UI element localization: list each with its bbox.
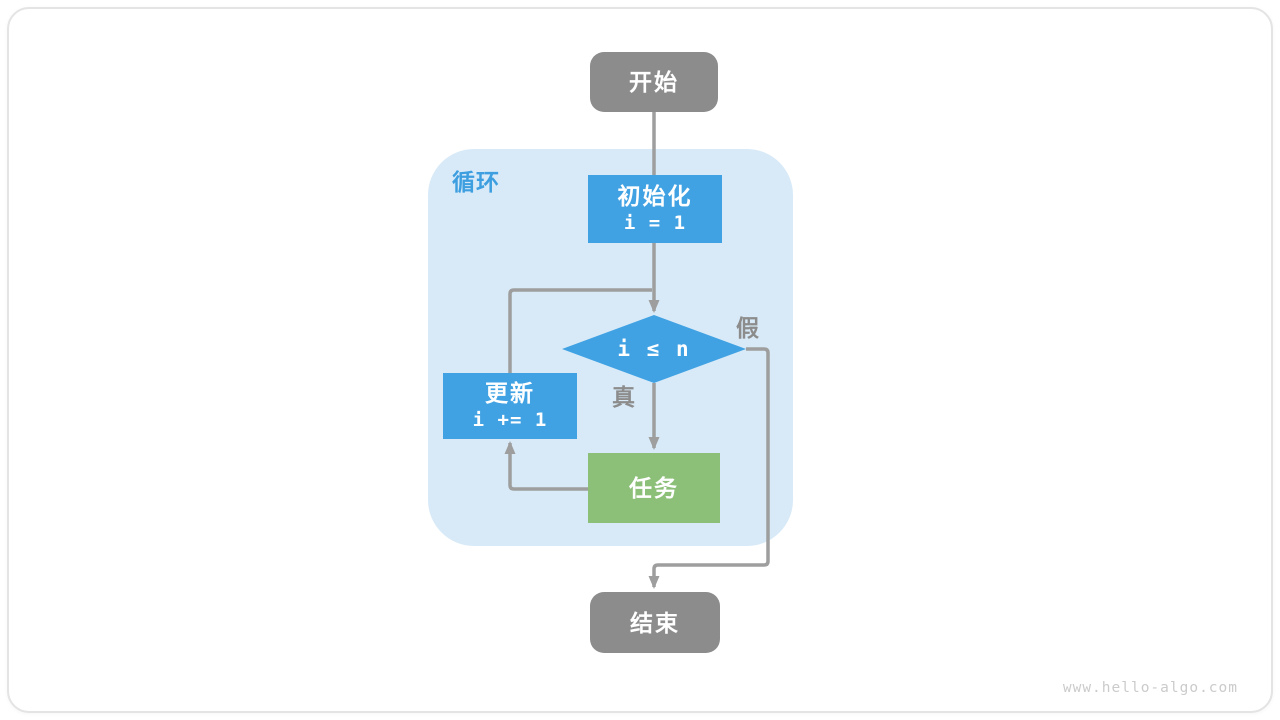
node-init-code: i = 1 xyxy=(623,212,687,234)
node-update-title: 更新 xyxy=(485,380,535,406)
condition-label: i ≤ n xyxy=(617,337,691,361)
node-init-title: 初始化 xyxy=(617,183,693,209)
site-watermark: www.hello-algo.com xyxy=(1062,680,1238,696)
node-update: 更新 i += 1 xyxy=(443,373,577,439)
branch-true-label: 真 xyxy=(612,384,636,410)
edge-update-to-junction xyxy=(508,288,652,373)
node-end-label: 结束 xyxy=(630,609,680,636)
node-end: 结束 xyxy=(590,592,720,653)
node-start: 开始 xyxy=(590,52,718,112)
branch-false-label: 假 xyxy=(736,315,760,341)
node-task: 任务 xyxy=(588,453,720,523)
condition-diamond xyxy=(562,315,746,383)
node-start-label: 开始 xyxy=(629,69,679,95)
node-update-code: i += 1 xyxy=(472,409,548,431)
node-task-label: 任务 xyxy=(629,475,679,501)
node-init: 初始化 i = 1 xyxy=(588,175,722,243)
edge-condition-false-to-end xyxy=(648,347,770,589)
edge-task-to-update xyxy=(504,441,588,491)
loop-container-label: 循环 xyxy=(452,169,500,195)
